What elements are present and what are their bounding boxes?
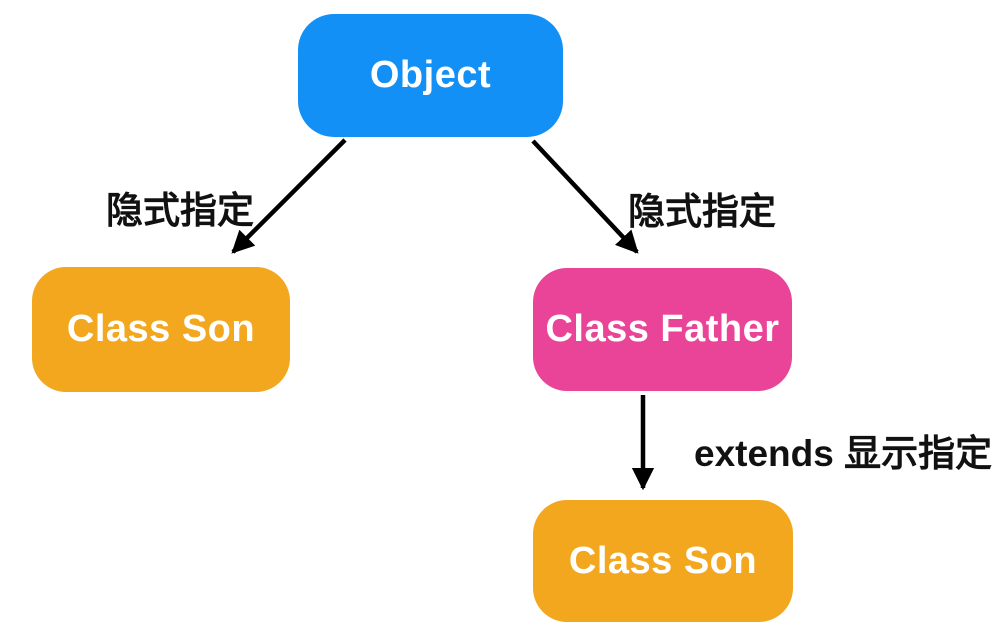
edge-label-extends-explicit: extends 显示指定 xyxy=(694,433,993,474)
node-object: Object xyxy=(298,14,563,137)
node-class-son-bottom-label: Class Son xyxy=(568,539,758,582)
node-class-son-left-label: Class Son xyxy=(66,308,256,350)
edge-label-implicit-right: 隐式指定 xyxy=(628,191,776,232)
node-class-father: Class Father xyxy=(533,268,792,391)
node-object-label: Object xyxy=(369,54,492,96)
node-class-son-left: Class Son xyxy=(32,267,290,392)
edge-label-implicit-left: 隐式指定 xyxy=(106,190,254,231)
arrow-object-to-class-father xyxy=(531,139,639,254)
node-class-father-label: Class Father xyxy=(545,308,780,350)
node-class-son-bottom: Class Son xyxy=(533,500,793,622)
